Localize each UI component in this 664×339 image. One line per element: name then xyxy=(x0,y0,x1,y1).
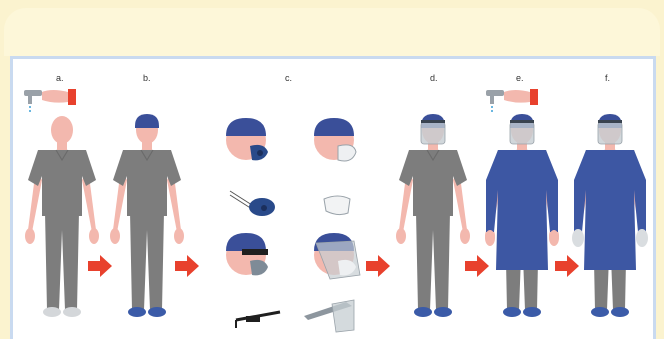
goggles-item xyxy=(236,312,280,328)
face-shield-item xyxy=(304,300,354,332)
surgical-mask-item xyxy=(324,196,350,215)
goggles-head-left xyxy=(226,233,268,275)
arrow-e-f xyxy=(555,255,579,277)
respirator-item xyxy=(230,191,275,216)
figure-d-face-protection xyxy=(396,114,470,317)
figure-e-gown xyxy=(485,114,559,317)
handwash-icon-a xyxy=(24,89,76,112)
figure-f-gloves xyxy=(572,114,648,317)
handwash-icon-e xyxy=(486,89,538,112)
arrow-d-e xyxy=(465,255,489,277)
arrow-b-c xyxy=(175,255,199,277)
arrow-c-d xyxy=(366,255,390,277)
figure-b-cap-shoecovers xyxy=(110,114,184,317)
arrow-a-b xyxy=(88,255,112,277)
face-shield-head-right xyxy=(314,233,360,279)
respirator-head-left xyxy=(226,118,268,160)
surgical-mask-head-right xyxy=(314,118,356,161)
figure-a-scrubs xyxy=(25,116,99,317)
